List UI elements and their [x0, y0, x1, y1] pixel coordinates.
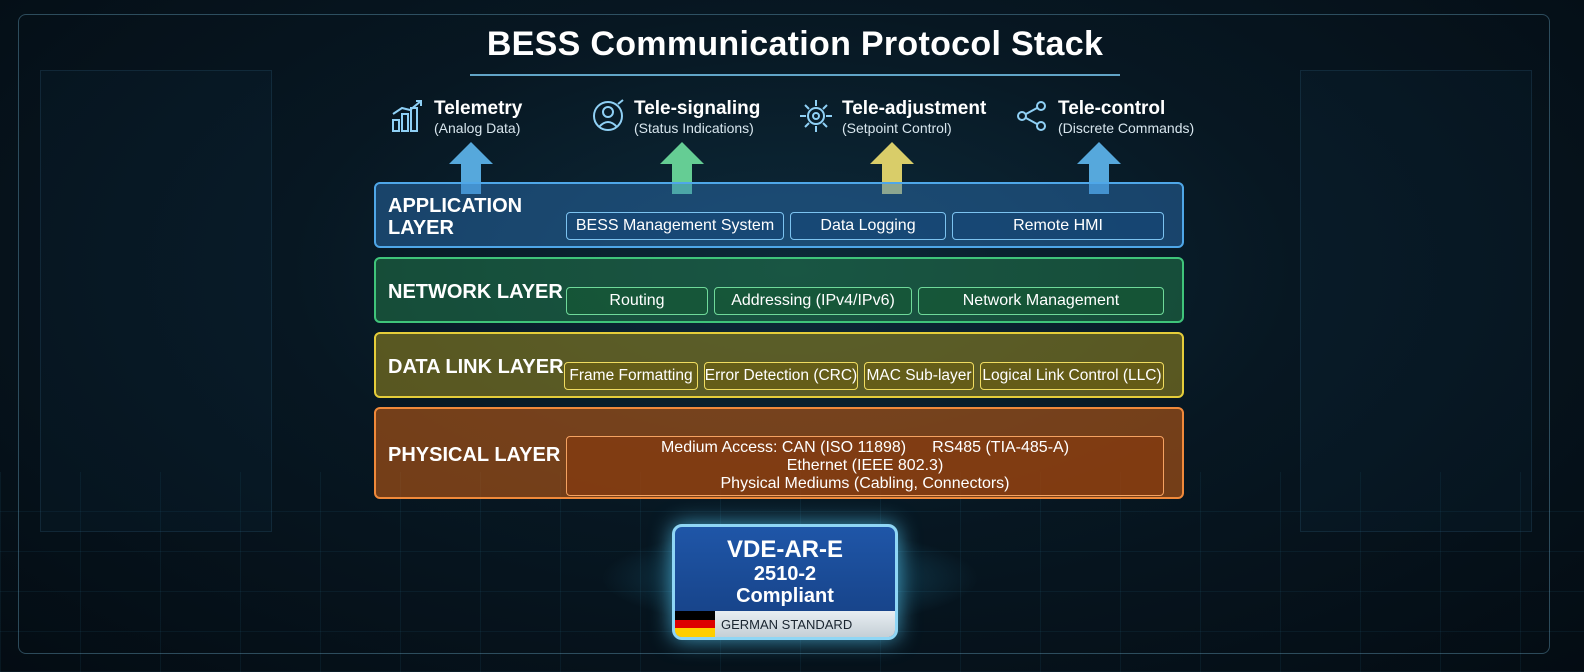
badge-line-2: 2510-2: [753, 563, 817, 585]
application-layer: APPLICATION LAYER BESS Management System…: [374, 182, 1184, 248]
arrow-up-icon: [449, 142, 493, 194]
function-desc: (Status Indications): [634, 120, 754, 136]
physical-layer: PHYSICAL LAYER Medium Access: CAN (ISO 1…: [374, 407, 1184, 499]
outer-frame: [18, 14, 1550, 654]
layer-label: PHYSICAL LAYER: [388, 444, 561, 466]
function-desc: (Discrete Commands): [1058, 120, 1195, 136]
right-decor-panel: [1300, 70, 1532, 532]
badge-footer-strip: GERMAN STANDARD: [675, 611, 895, 637]
adjustment-gear-icon: [800, 100, 832, 132]
function-desc: (Analog Data): [434, 120, 521, 136]
function-telemetry: Telemetry (Analog Data): [390, 98, 522, 137]
page-title: BESS Communication Protocol Stack: [486, 24, 1104, 63]
function-name: Tele-signaling: [634, 98, 761, 119]
layer-item: BESS Management System: [566, 212, 784, 240]
layer-label: NETWORK LAYER: [388, 281, 563, 303]
physical-medium-ethernet: Ethernet (IEEE 802.3): [786, 457, 944, 474]
function-name: Telemetry: [434, 98, 523, 119]
layer-item: Remote HMI: [952, 212, 1164, 240]
function-name: Tele-adjustment: [842, 98, 987, 119]
physical-details-box: Medium Access: CAN (ISO 11898) RS485 (TIA…: [566, 436, 1164, 496]
layer-item: Error Detection (CRC): [704, 362, 858, 390]
layer-label: APPLICATION LAYER: [388, 195, 523, 239]
layer-item: Logical Link Control (LLC): [980, 362, 1164, 390]
badge-line-1: VDE-AR-E: [726, 536, 843, 563]
layer-label: DATA LINK LAYER: [388, 356, 564, 378]
layer-item: Routing: [566, 287, 708, 315]
badge-footer-text: GERMAN STANDARD: [721, 616, 853, 632]
layer-item: Network Management: [918, 287, 1164, 315]
title-bar: BESS Communication Protocol Stack: [470, 14, 1120, 76]
arrow-up-icon: [870, 142, 914, 194]
badge-line-3: Compliant: [736, 585, 834, 607]
signal-status-icon: [593, 99, 624, 131]
function-name: Tele-control: [1058, 98, 1166, 119]
arrow-up-icon: [660, 142, 704, 194]
function-tele-signaling: Tele-signaling (Status Indications): [590, 98, 760, 137]
function-desc: (Setpoint Control): [842, 120, 952, 136]
compliance-badge: VDE-AR-E 2510-2 Compliant GERMAN STANDAR…: [672, 524, 898, 640]
physical-medium-can: Medium Access: CAN (ISO 11898): [660, 439, 907, 456]
layer-item: Addressing (IPv4/IPv6): [714, 287, 912, 315]
physical-line: Medium Access: CAN (ISO 11898) RS485 (TIA…: [567, 439, 1163, 457]
function-tele-control: Tele-control (Discrete Commands): [1014, 98, 1194, 137]
data-link-layer: DATA LINK LAYER Frame Formatting Error D…: [374, 332, 1184, 398]
physical-mediums: Physical Mediums (Cabling, Connectors): [720, 475, 1010, 492]
share-nodes-icon: [1017, 101, 1046, 131]
left-decor-panel: [40, 70, 272, 532]
german-flag-icon: [675, 611, 715, 637]
network-layer: NETWORK LAYER Routing Addressing (IPv4/I…: [374, 257, 1184, 323]
layer-item: MAC Sub-layer: [864, 362, 974, 390]
layer-item: Frame Formatting: [564, 362, 698, 390]
physical-medium-rs485: RS485 (TIA-485-A): [932, 439, 1070, 456]
bar-chart-icon: [392, 100, 422, 132]
arrow-up-icon: [1077, 142, 1121, 194]
layer-item: Data Logging: [790, 212, 946, 240]
function-tele-adjustment: Tele-adjustment (Setpoint Control): [798, 98, 986, 137]
